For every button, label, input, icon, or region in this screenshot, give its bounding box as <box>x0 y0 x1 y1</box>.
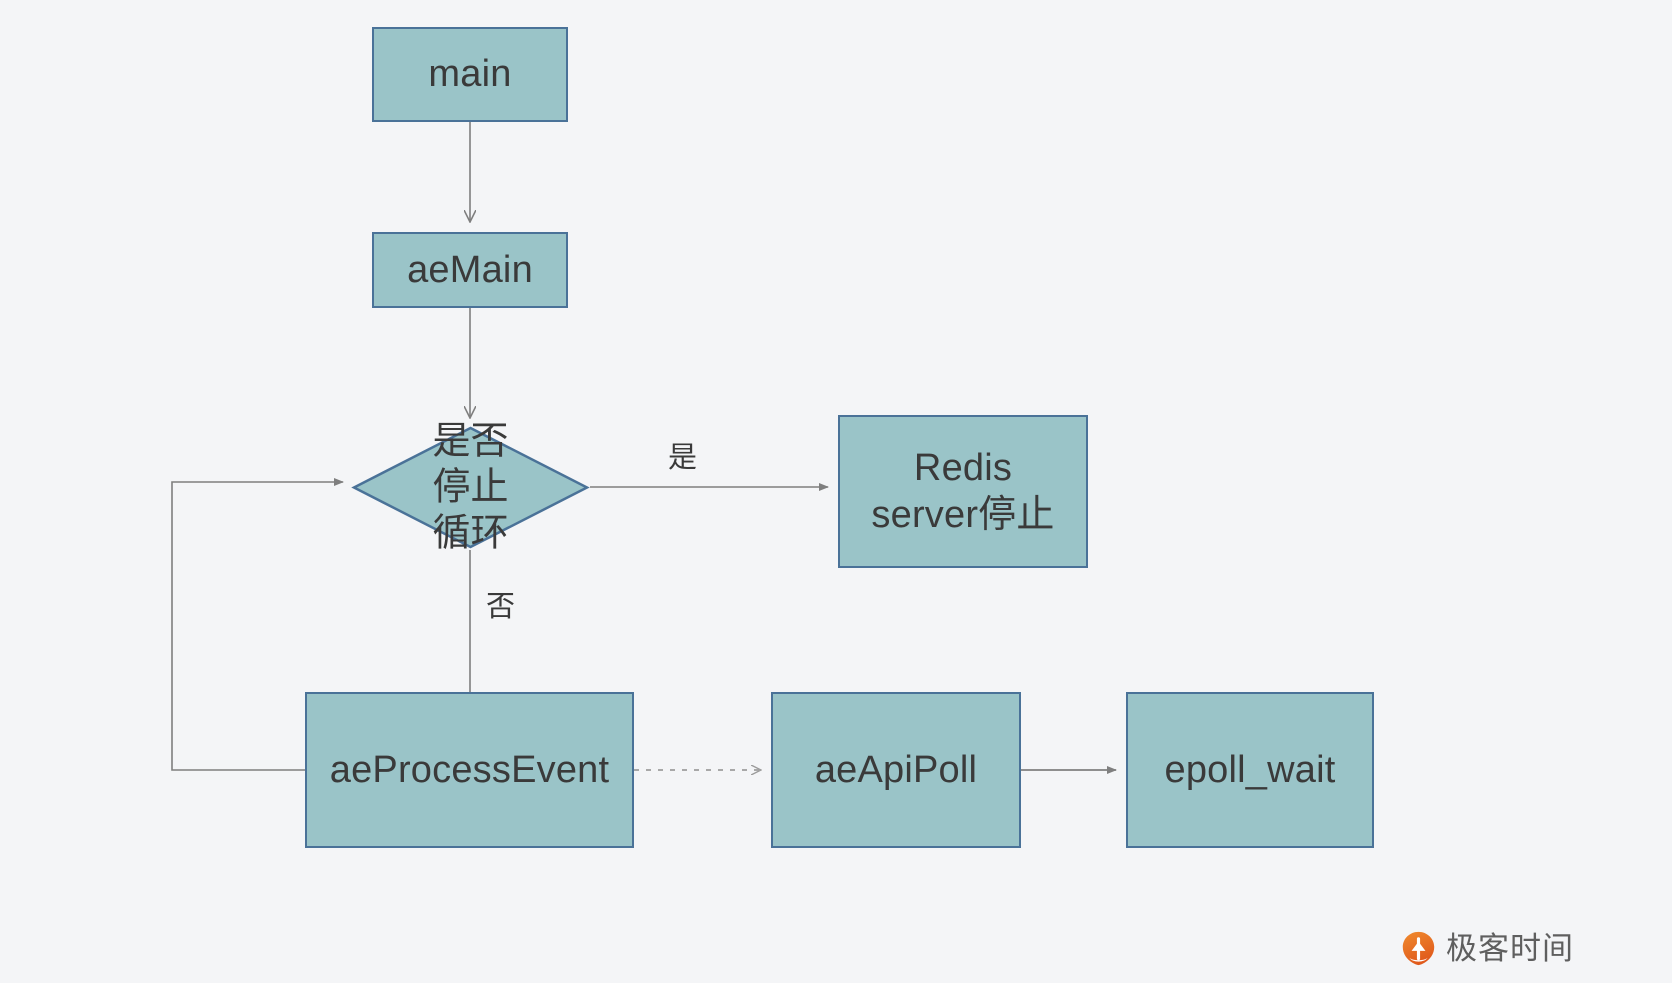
node-redis-server-stop[interactable]: Redis server停止 <box>838 415 1088 568</box>
node-epoll-wait[interactable]: epoll_wait <box>1126 692 1374 848</box>
decision-shape <box>351 426 590 549</box>
edge-label-yes: 是 <box>668 442 698 474</box>
watermark-text: 极客时间 <box>1446 931 1574 966</box>
node-aeapipoll[interactable]: aeApiPoll <box>771 692 1021 848</box>
node-aemain[interactable]: aeMain <box>372 232 568 308</box>
node-aeprocessevent[interactable]: aeProcessEvent <box>305 692 634 848</box>
geektime-logo-icon <box>1400 930 1437 967</box>
node-decision[interactable]: 是否 停止 循环 <box>351 420 590 555</box>
watermark: 极客时间 <box>1400 930 1574 967</box>
node-main[interactable]: main <box>372 27 568 122</box>
edge-label-no: 否 <box>486 591 516 623</box>
